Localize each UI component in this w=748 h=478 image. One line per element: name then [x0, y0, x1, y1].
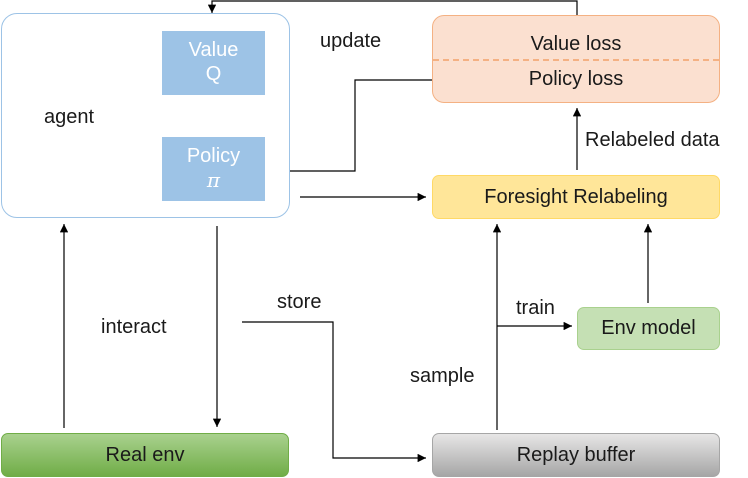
relabeled-data-label: Relabeled data	[585, 129, 720, 151]
policy-pi-symbol: π	[206, 168, 221, 192]
value-q-line2: Q	[205, 63, 222, 85]
store-label: store	[277, 291, 322, 313]
policy-loss-arrow	[266, 79, 432, 176]
policy-loss-label: Policy loss	[528, 68, 624, 90]
policy-pi-box: Policy π	[162, 137, 265, 201]
store-arrow	[242, 321, 426, 463]
foresight-relabeling-box: Foresight Relabeling	[432, 175, 720, 219]
value-q-box: Value Q	[162, 31, 265, 95]
value-loss-label: Value loss	[530, 33, 622, 55]
replay-buffer-box: Replay buffer	[432, 433, 720, 477]
value-q-line1: Value	[188, 39, 239, 61]
loss-box: Value loss Policy loss	[432, 15, 720, 103]
update-arrow	[207, 0, 578, 15]
update-label: update	[320, 30, 382, 52]
env-model-box: Env model	[577, 307, 720, 350]
policy-pi-line1: Policy	[186, 145, 241, 167]
loss-divider	[433, 59, 719, 61]
sample-label: sample	[410, 365, 475, 387]
train-label: train	[516, 297, 555, 319]
agent-label: agent	[44, 106, 95, 128]
interact-label: interact	[101, 316, 167, 338]
real-env-box: Real env	[1, 433, 289, 477]
